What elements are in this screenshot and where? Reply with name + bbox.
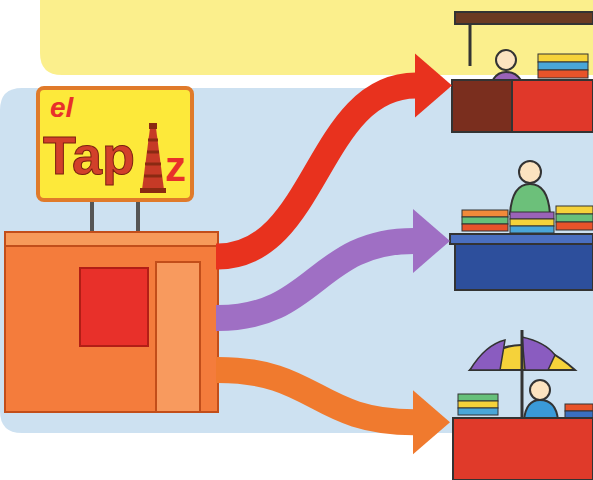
market-stall: [452, 5, 593, 135]
arrow-head: [413, 209, 450, 273]
arrow-shaft: [216, 370, 414, 422]
flow-arrow: [216, 370, 450, 454]
arrow-head: [413, 390, 450, 454]
arrow-shaft: [216, 241, 414, 318]
flow-arrow: [216, 209, 450, 318]
logo-text: el: [50, 94, 73, 122]
market-stall: [450, 150, 593, 292]
flow-arrow: [216, 54, 452, 257]
market-stall: [450, 328, 593, 480]
market-stall: [452, 12, 593, 132]
market-stall: [450, 161, 593, 290]
spool-icon: [140, 123, 166, 193]
logo-text: Tap: [43, 128, 135, 182]
arrow-head: [415, 54, 452, 118]
store-kiosk: [5, 88, 218, 412]
store-kiosk: elTapz: [5, 88, 218, 412]
logo-text: z: [165, 146, 186, 188]
arrow-shaft: [216, 86, 416, 257]
blue-panel: [0, 88, 593, 433]
market-stall: [453, 330, 593, 480]
yellow-band: [40, 0, 593, 75]
